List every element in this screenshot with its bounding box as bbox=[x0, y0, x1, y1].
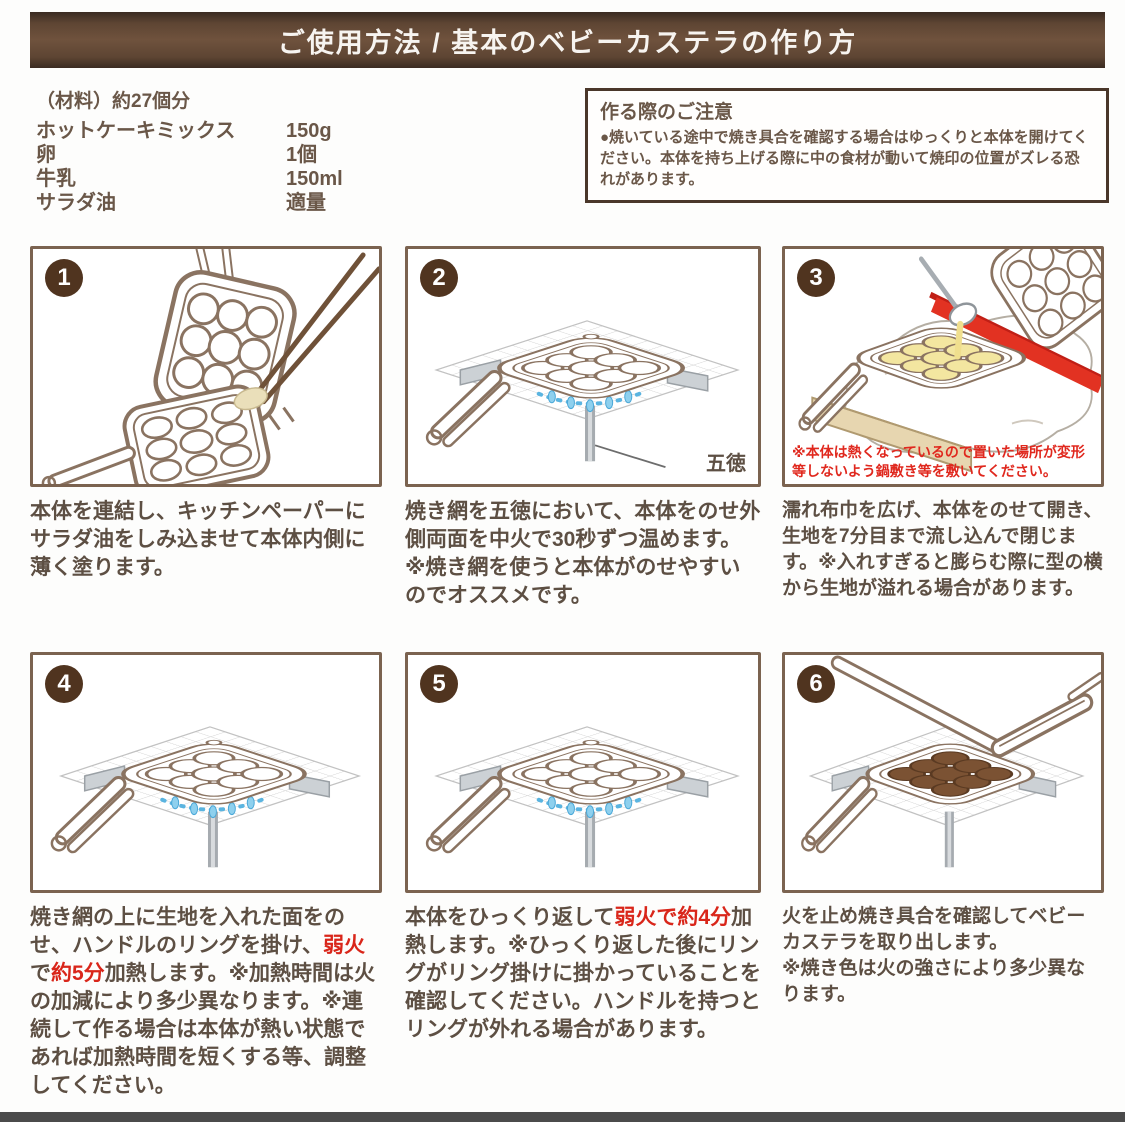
handle-ring bbox=[50, 835, 68, 852]
step-4-badge: 4 bbox=[45, 665, 83, 703]
finished-castella-illustration bbox=[801, 655, 1101, 868]
step-2: 2 bbox=[405, 246, 761, 610]
step-2-illustration-box: 2 bbox=[405, 246, 761, 487]
ingredient-row: ホットケーキミックス 150g bbox=[36, 119, 401, 143]
hinge bbox=[268, 406, 295, 431]
ingredient-name: 牛乳 bbox=[36, 168, 76, 190]
step-2-caption: 焼き網を五徳において、本体をのせ外側両面を中火で30秒ずつ温めます。 ※焼き網を… bbox=[405, 500, 761, 607]
ingredient-amount: 1個 bbox=[286, 144, 318, 166]
caution-title: 作る際のご注意 bbox=[600, 102, 734, 123]
handle-ring bbox=[425, 835, 443, 852]
ingredients-list: （材料）約27個分 ホットケーキミックス 150g 卵 1個 牛乳 150ml … bbox=[36, 86, 401, 215]
ingredient-amount: 150ml bbox=[286, 168, 343, 190]
lower-plate bbox=[122, 384, 271, 484]
step-number: 5 bbox=[432, 670, 446, 697]
pan bbox=[497, 333, 685, 399]
ingredient-row: サラダ油 適量 bbox=[36, 191, 401, 215]
step-number: 3 bbox=[809, 264, 823, 291]
step-4-illustration-box: 4 bbox=[30, 652, 382, 893]
step-3: 3 bbox=[782, 246, 1104, 602]
upper-plate bbox=[153, 270, 297, 425]
step-5: 5 bbox=[405, 652, 761, 1044]
ingredient-row: 卵 1個 bbox=[36, 143, 401, 167]
bottom-divider bbox=[0, 1112, 1125, 1122]
step-1-illustration-box: 1 bbox=[30, 246, 382, 487]
step-2-badge: 2 bbox=[420, 259, 458, 297]
ladle-handle bbox=[918, 256, 958, 309]
step-number: 4 bbox=[57, 670, 71, 697]
step-3-badge: 3 bbox=[797, 259, 835, 297]
chopsticks-icon bbox=[251, 252, 366, 401]
step-4-caption: 焼き網の上に生地を入れた面をのせ、ハンドルのリングを掛け、弱火で約5分加熱します… bbox=[30, 906, 376, 1097]
step-1-caption: 本体を連結し、キッチンペーパーにサラダ油をしみ込ませて本体内側に薄く塗ります。 bbox=[30, 500, 366, 579]
step-6-caption: 火を止め焼き具合を確認してベビーカステラを取り出します。 ※焼き色は火の強さによ… bbox=[782, 906, 1086, 1005]
page-title: ご使用方法 / 基本のベビーカステラの作り方 bbox=[277, 27, 858, 58]
baking-flipped-illustration bbox=[425, 726, 740, 868]
ingredient-amount: 適量 bbox=[286, 192, 326, 214]
step-1-badge: 1 bbox=[45, 259, 83, 297]
batter-drip bbox=[954, 320, 964, 360]
pan bbox=[497, 739, 685, 805]
step-number: 1 bbox=[57, 264, 71, 291]
ingredients-heading: （材料）約27個分 bbox=[36, 91, 191, 112]
step-3-hot-warning: ※本体は熱くなっているので置いた場所が変形等しないよう鍋敷き等を敷いてください。 bbox=[792, 444, 1085, 479]
step-6-illustration-box: 6 bbox=[782, 652, 1104, 893]
ingredient-name: ホットケーキミックス bbox=[36, 120, 236, 142]
pouring-batter-illustration bbox=[798, 249, 1101, 473]
page-title-bar: ご使用方法 / 基本のベビーカステラの作り方 bbox=[30, 12, 1105, 68]
gotoku-pointer bbox=[594, 444, 666, 468]
ingredient-name: サラダ油 bbox=[36, 192, 116, 214]
step-5-caption: 本体をひっくり返して弱火で約4分加熱します。※ひっくり返した後にリングがリング掛… bbox=[405, 906, 761, 1041]
step-5-illustration-box: 5 bbox=[405, 652, 761, 893]
step-5-badge: 5 bbox=[420, 665, 458, 703]
step-1: 1 bbox=[30, 246, 382, 582]
step-number: 2 bbox=[432, 264, 446, 291]
step-3-caption: 濡れ布巾を広げ、本体をのせて開き、生地を7分目まで流し込んで閉じます。※入れすぎ… bbox=[782, 500, 1103, 599]
step-number: 6 bbox=[809, 670, 823, 697]
gotoku-label: 五徳 bbox=[706, 453, 746, 475]
baking-first-side-illustration bbox=[50, 726, 362, 868]
lid bbox=[990, 249, 1101, 350]
ingredient-name: 卵 bbox=[36, 144, 56, 166]
step-6: 6 bbox=[782, 652, 1104, 1008]
ingredient-row: 牛乳 150ml bbox=[36, 167, 401, 191]
pan bbox=[121, 739, 307, 805]
open-pan-oiling-illustration bbox=[41, 249, 379, 484]
step-3-illustration-box: 3 bbox=[782, 246, 1104, 487]
step-4: 4 bbox=[30, 652, 382, 1100]
caution-box: 作る際のご注意 ●焼いている途中で焼き具合を確認する場合はゆっくりと本体を開けて… bbox=[585, 88, 1109, 203]
kitchen-paper bbox=[233, 387, 268, 411]
pan bbox=[865, 743, 1036, 805]
pan bbox=[856, 327, 1026, 389]
pan-on-grill-illustration bbox=[425, 320, 740, 468]
ingredient-amount: 150g bbox=[286, 120, 332, 142]
ladle-bowl bbox=[948, 302, 978, 327]
step-6-badge: 6 bbox=[797, 665, 835, 703]
caution-body: ●焼いている途中で焼き具合を確認する場合はゆっくりと本体を開けてください。本体を… bbox=[600, 129, 1089, 188]
